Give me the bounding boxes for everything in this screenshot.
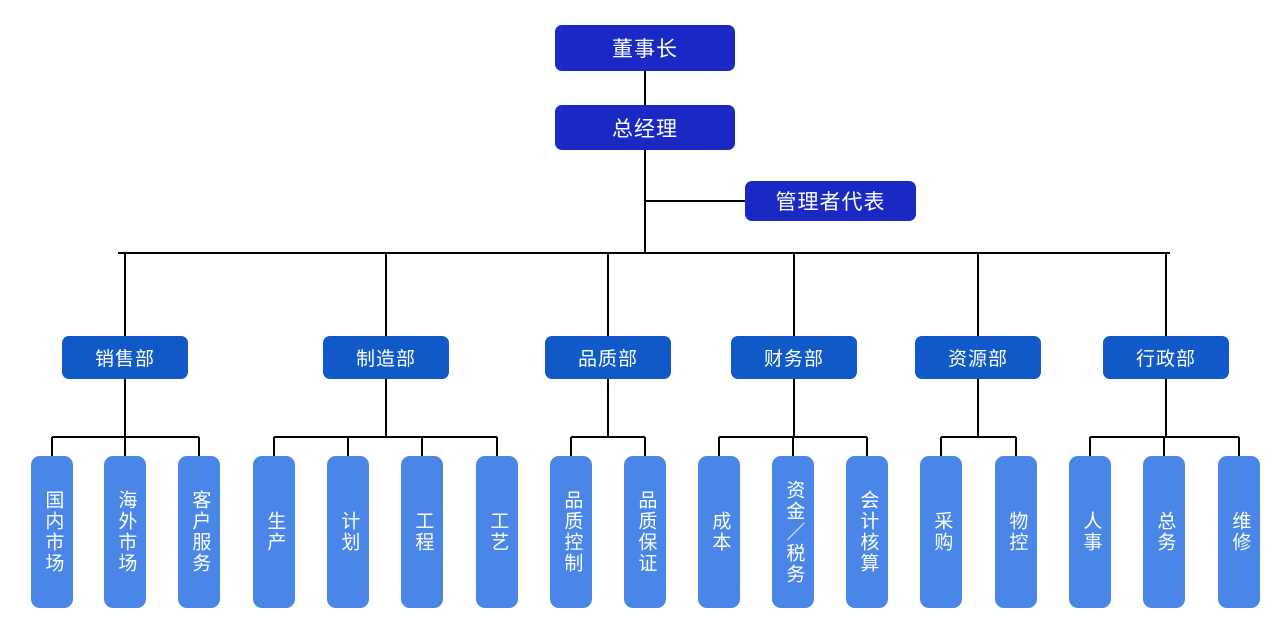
node-unit-purchasing[interactable]: 采购 xyxy=(920,456,962,608)
node-chairman-label: 董事长 xyxy=(612,38,678,61)
node-unit-engineering[interactable]: 工程 xyxy=(401,456,443,608)
node-department-sales[interactable]: 销售部 xyxy=(62,336,188,379)
node-unit-general-affairs-label: 总务 xyxy=(1154,511,1176,553)
node-unit-planning-label: 计划 xyxy=(338,511,360,553)
node-unit-material-control-label: 物控 xyxy=(1006,511,1028,553)
node-unit-process[interactable]: 工艺 xyxy=(476,456,518,608)
node-unit-planning[interactable]: 计划 xyxy=(327,456,369,608)
node-unit-cost[interactable]: 成本 xyxy=(698,456,740,608)
node-general-manager[interactable]: 总经理 xyxy=(555,105,735,150)
node-unit-maintenance-label: 维修 xyxy=(1229,511,1251,553)
node-unit-overseas-market-label: 海外市场 xyxy=(115,490,137,574)
node-unit-accounting-label: 会计核算 xyxy=(857,490,879,574)
node-unit-production[interactable]: 生产 xyxy=(253,456,295,608)
node-unit-quality-control-label: 品质控制 xyxy=(561,490,583,574)
node-unit-human-resources[interactable]: 人事 xyxy=(1069,456,1111,608)
node-department-manufacturing-label: 制造部 xyxy=(355,349,416,370)
node-unit-maintenance[interactable]: 维修 xyxy=(1218,456,1260,608)
node-department-sales-label: 销售部 xyxy=(94,349,155,370)
node-unit-material-control[interactable]: 物控 xyxy=(995,456,1037,608)
node-department-resources[interactable]: 资源部 xyxy=(915,336,1041,379)
node-department-administration[interactable]: 行政部 xyxy=(1103,336,1229,379)
node-unit-cost-label: 成本 xyxy=(709,511,731,553)
node-unit-accounting[interactable]: 会计核算 xyxy=(846,456,888,608)
node-management-representative-label: 管理者代表 xyxy=(775,191,886,214)
node-unit-customer-service[interactable]: 客户服务 xyxy=(178,456,220,608)
node-general-manager-label: 总经理 xyxy=(612,117,678,141)
node-unit-quality-control[interactable]: 品质控制 xyxy=(550,456,592,608)
node-unit-engineering-label: 工程 xyxy=(412,511,434,553)
node-chairman[interactable]: 董事长 xyxy=(555,25,735,71)
node-department-quality[interactable]: 品质部 xyxy=(545,336,671,379)
node-unit-quality-assurance[interactable]: 品质保证 xyxy=(624,456,666,608)
node-unit-funds-tax[interactable]: 资金／税务 xyxy=(772,456,814,608)
node-management-representative[interactable]: 管理者代表 xyxy=(745,181,916,221)
node-department-finance-label: 财务部 xyxy=(763,349,824,370)
node-department-administration-label: 行政部 xyxy=(1135,349,1196,370)
node-department-finance[interactable]: 财务部 xyxy=(731,336,857,379)
node-unit-purchasing-label: 采购 xyxy=(931,511,953,553)
node-unit-customer-service-label: 客户服务 xyxy=(189,490,211,574)
node-unit-funds-tax-label: 资金／税务 xyxy=(783,479,805,585)
node-department-resources-label: 资源部 xyxy=(947,349,1008,370)
node-department-quality-label: 品质部 xyxy=(577,349,638,370)
node-unit-overseas-market[interactable]: 海外市场 xyxy=(104,456,146,608)
node-unit-production-label: 生产 xyxy=(264,511,286,553)
node-unit-human-resources-label: 人事 xyxy=(1080,511,1102,553)
node-unit-process-label: 工艺 xyxy=(487,511,509,553)
node-unit-quality-assurance-label: 品质保证 xyxy=(635,490,657,574)
node-unit-general-affairs[interactable]: 总务 xyxy=(1143,456,1185,608)
node-department-manufacturing[interactable]: 制造部 xyxy=(323,336,449,379)
node-unit-domestic-market[interactable]: 国内市场 xyxy=(31,456,73,608)
node-unit-domestic-market-label: 国内市场 xyxy=(42,490,64,574)
